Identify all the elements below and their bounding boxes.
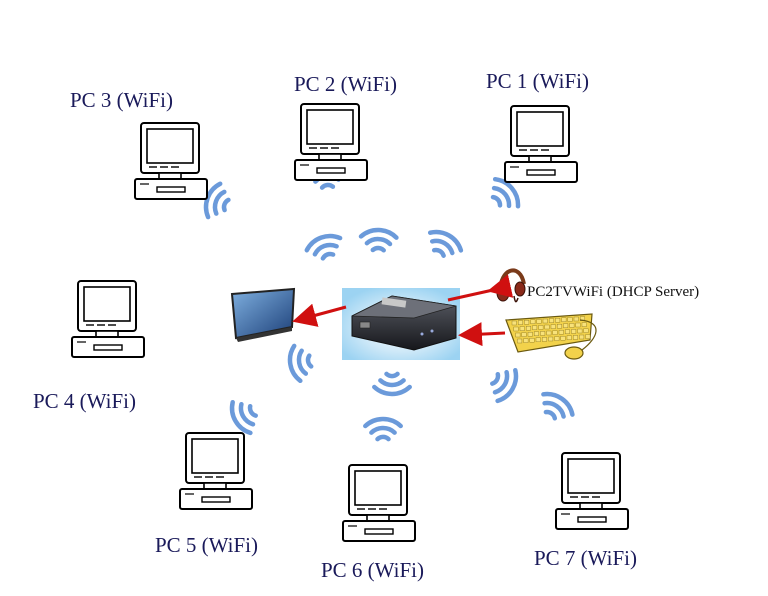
wave-hub-bottom	[372, 371, 412, 397]
tv-display	[230, 287, 296, 342]
wave-hub-left	[287, 343, 314, 384]
wave-pc5	[229, 399, 258, 436]
pc4-label: PC 4 (WiFi)	[33, 389, 137, 413]
headset-icon	[496, 268, 526, 303]
arrow-keyboard	[458, 322, 506, 347]
pc4-icon	[71, 280, 145, 358]
wave-pc6	[363, 416, 403, 442]
pc7-label: PC 7 (WiFi)	[534, 546, 638, 570]
pc1-icon	[504, 105, 578, 183]
wave-pc1	[490, 176, 521, 209]
keyboard-icon	[505, 313, 593, 353]
pc2tv-device	[342, 288, 460, 360]
pc5-label: PC 5 (WiFi)	[155, 533, 259, 557]
wave-hub-top	[358, 227, 399, 253]
arrow-headset	[447, 274, 514, 302]
arrow-to-tv	[292, 303, 347, 327]
pc3-label: PC 3 (WiFi)	[70, 88, 174, 112]
wave-hub-top-right	[427, 229, 464, 258]
pc1-label: PC 1 (WiFi)	[486, 69, 590, 93]
pc6-label: PC 6 (WiFi)	[321, 558, 425, 582]
wave-hub-top-left	[304, 233, 343, 261]
wave-pc7	[541, 391, 575, 421]
wave-hub-right	[490, 367, 519, 404]
pc3-icon	[134, 122, 208, 200]
pc6-icon	[342, 464, 416, 542]
wave-pc3	[203, 181, 231, 220]
pc7-icon	[555, 452, 629, 530]
server-label: PC2TVWiFi (DHCP Server)	[527, 284, 700, 300]
pc2-icon	[294, 103, 368, 181]
mouse-icon	[564, 319, 597, 360]
pc2-label: PC 2 (WiFi)	[294, 72, 398, 96]
pc5-icon	[179, 432, 253, 510]
